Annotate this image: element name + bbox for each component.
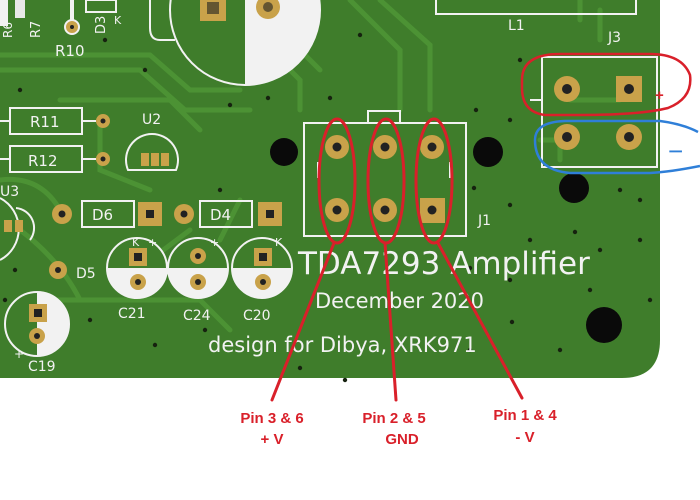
- via-dot: [557, 347, 563, 353]
- pin-label-1-4-line1: Pin 1 & 4: [493, 407, 557, 424]
- via-dot: [507, 277, 513, 283]
- pin-label-2-5: Pin 2 & 5 GND: [362, 410, 425, 448]
- board-date: December 2020: [315, 289, 484, 313]
- via-dot: [17, 87, 23, 93]
- pin-label-2-5-line2: GND: [385, 431, 419, 448]
- via-dot: [87, 317, 93, 323]
- via-dot: [471, 185, 477, 191]
- ref-c24: C24: [183, 308, 211, 324]
- pin-label-3-6: Pin 3 & 6 + V: [240, 410, 303, 448]
- ref-d5: D5: [76, 266, 96, 282]
- ref-c20: C20: [243, 308, 271, 324]
- ref-k-d3: K: [114, 14, 122, 27]
- via-dot: [217, 187, 223, 193]
- pin-label-1-4: Pin 1 & 4 - V: [493, 407, 557, 446]
- ref-u2: U2: [142, 112, 161, 128]
- ref-d4: D4: [210, 206, 231, 224]
- top-left-components: R6 R7 R10 D3 K: [0, 0, 175, 60]
- pin-label-3-6-line2: + V: [261, 431, 284, 448]
- ref-plus-c19: +: [14, 347, 24, 361]
- j3-plus-highlight: [520, 52, 692, 117]
- pin-label-2-5-line1: Pin 2 & 5: [362, 410, 425, 427]
- via-dot: [152, 342, 158, 348]
- ref-r6: R6: [1, 22, 15, 38]
- ref-d3: D3: [94, 16, 109, 34]
- l1-inductor: L1: [435, 0, 637, 34]
- highlight-pin-3-6: [317, 117, 357, 245]
- j3-connector: J3: [530, 30, 658, 168]
- via-dot: [202, 327, 208, 333]
- via-dot: [587, 287, 593, 293]
- d5-diode: D5: [49, 261, 96, 282]
- ref-r11: R11: [30, 113, 60, 131]
- via-dot: [142, 67, 148, 73]
- capacitor-c19: + C19: [4, 291, 70, 375]
- pin-label-3-6-line1: Pin 3 & 6: [240, 410, 303, 427]
- capacitor-c21: K + C21: [106, 236, 168, 322]
- pin-label-1-4-line2: - V: [515, 429, 534, 446]
- ref-j3: J3: [607, 30, 621, 46]
- via-dot: [572, 229, 578, 235]
- ref-r12: R12: [28, 152, 58, 170]
- via-dot: [467, 265, 473, 271]
- via-dot: [509, 319, 515, 325]
- capacitor-c20: K C20: [231, 236, 293, 324]
- ref-plus-c24: +: [210, 236, 219, 249]
- pin-leader-lines: [270, 241, 524, 402]
- via-dot: [507, 202, 513, 208]
- large-capacitor: [169, 0, 321, 86]
- via-dot: [342, 377, 348, 383]
- leader-pin-2-5: [383, 241, 398, 402]
- via-dot: [637, 237, 643, 243]
- mounting-holes: [270, 137, 622, 343]
- j1-connector: J1: [303, 110, 491, 237]
- via-dot: [265, 95, 271, 101]
- ref-k-c20: K: [275, 236, 283, 249]
- ref-k-c21: K: [132, 236, 140, 249]
- ref-c19: C19: [28, 359, 56, 375]
- via-dot: [647, 297, 653, 303]
- leader-pin-1-4: [436, 241, 524, 400]
- leader-pin-3-6: [270, 241, 336, 402]
- via-dot: [227, 102, 233, 108]
- vias: [2, 32, 653, 383]
- via-dot: [517, 57, 523, 63]
- via-dot: [102, 37, 108, 43]
- via-dot: [637, 197, 643, 203]
- ref-r7: R7: [29, 21, 44, 38]
- via-dot: [527, 237, 533, 243]
- board-designer: design for Dibya, XRK971: [208, 333, 477, 357]
- via-dot: [357, 32, 363, 38]
- resistors-r11-r12: R11 R12: [0, 107, 110, 173]
- diodes-d6-d4: D6 D4: [52, 200, 282, 228]
- j3-minus-label: −: [668, 136, 683, 166]
- via-dot: [597, 247, 603, 253]
- j3-minus-highlight: [533, 119, 700, 175]
- ref-r10: R10: [55, 42, 85, 60]
- via-dot: [473, 107, 479, 113]
- u3-component: U3: [0, 184, 36, 261]
- capacitor-c24: + C24: [167, 236, 229, 324]
- via-dot: [617, 187, 623, 193]
- via-dot: [327, 95, 333, 101]
- via-dot: [12, 267, 18, 273]
- ref-d6: D6: [92, 206, 113, 224]
- j3-plus-label: +: [655, 87, 664, 104]
- via-dot: [297, 365, 303, 371]
- highlight-pin-1-4: [414, 117, 454, 245]
- via-dot: [2, 297, 8, 303]
- ref-l1: L1: [508, 18, 525, 34]
- ref-plus-c21: +: [148, 236, 157, 249]
- ref-j1: J1: [477, 213, 491, 229]
- via-dot: [507, 117, 513, 123]
- via-dot: [467, 347, 473, 353]
- ref-c21: C21: [118, 306, 146, 322]
- ref-u3: U3: [0, 184, 19, 200]
- u2-component: U2: [125, 112, 179, 171]
